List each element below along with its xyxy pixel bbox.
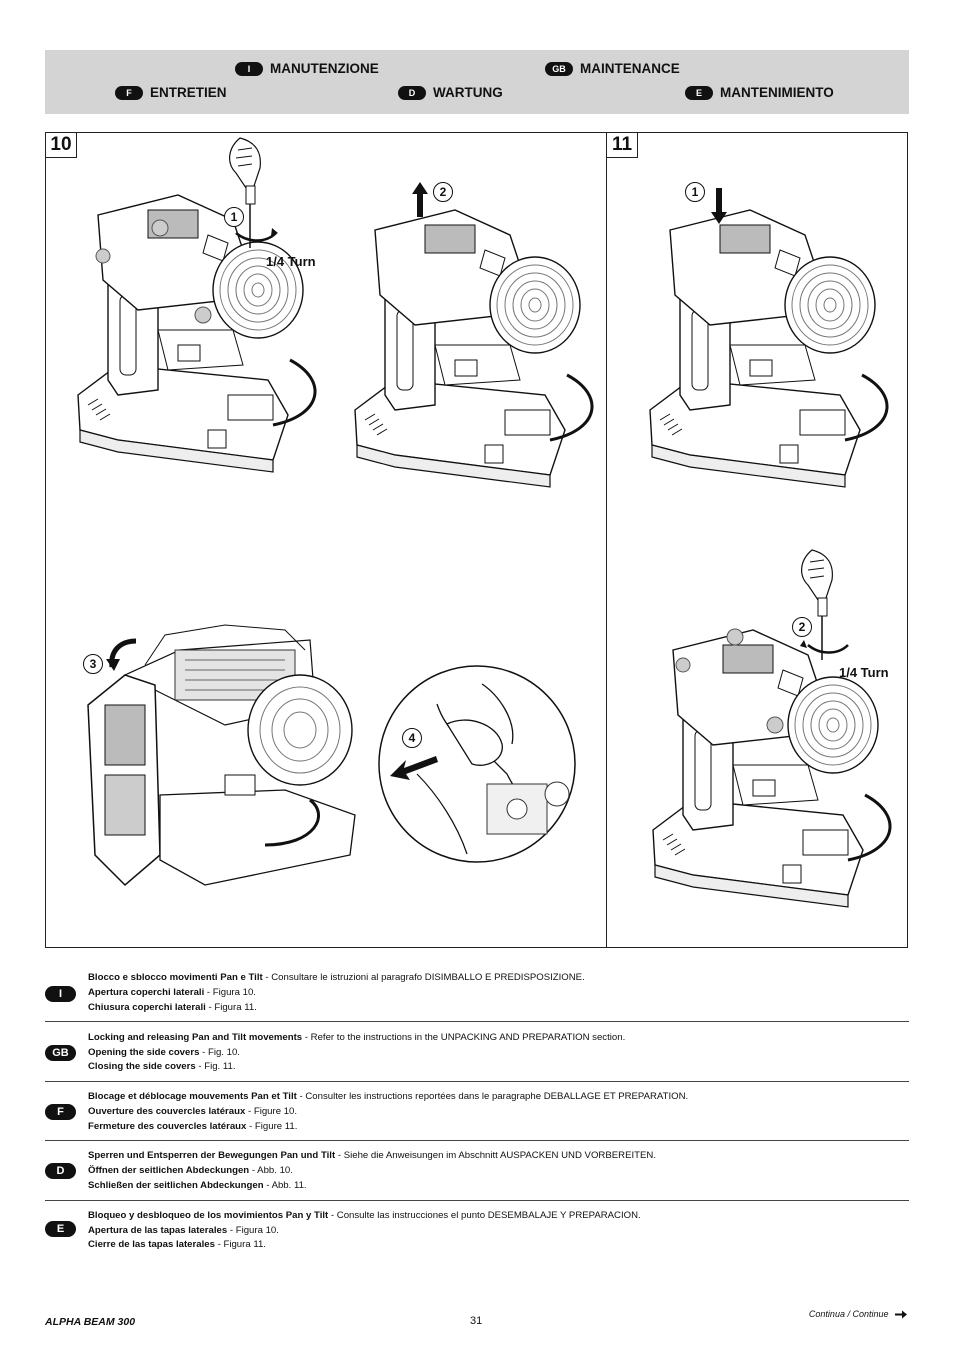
fig10-step4-detail <box>378 665 576 863</box>
section-it-line-3: Chiusura coperchi laterali - Figura 11. <box>88 1002 257 1013</box>
fig10-step1-illustration <box>76 193 317 474</box>
header-item-gb: GB MAINTENANCE <box>545 61 680 76</box>
screwdriver-hand-icon <box>228 137 278 249</box>
section-divider <box>45 1200 909 1201</box>
section-it-line-2-text: - Figura 10. <box>204 987 256 998</box>
fig10-step-3: 3 <box>83 654 103 674</box>
section-de-line-1: Sperren und Entsperren der Bewegungen Pa… <box>88 1150 656 1161</box>
section-divider <box>45 1140 909 1141</box>
section-de-line-2-text: - Abb. 10. <box>249 1165 293 1176</box>
section-es-line-3-text: - Figura 11. <box>214 1239 266 1250</box>
section-fr-line-3-bold: Fermeture des couvercles latéraux <box>88 1121 247 1132</box>
section-de-line-3-bold: Schließen der seitlichen Abdeckungen <box>88 1180 264 1191</box>
header-label-it: MANUTENZIONE <box>270 61 379 76</box>
fig11-turn-label: 1/4 Turn <box>839 665 889 680</box>
section-es-line-1-bold: Bloqueo y desbloqueo de los movimientos … <box>88 1210 329 1221</box>
fig10-step-2: 2 <box>433 182 453 202</box>
section-fr-line-2: Ouverture des couvercles latéraux - Figu… <box>88 1106 297 1117</box>
pull-arrow-icon <box>390 756 438 780</box>
fig11-step2-illustration <box>651 628 892 909</box>
header-label-gb: MAINTENANCE <box>580 61 680 76</box>
figure-10-number: 10 <box>46 133 77 158</box>
header-item-fr: F ENTRETIEN <box>115 85 227 100</box>
fig10-step-1: 1 <box>224 207 244 227</box>
section-it-line-1-text: - Consultare le istruzioni al paragrafo … <box>262 972 585 983</box>
section-badge-fr: F <box>45 1104 76 1120</box>
section-fr-line-2-bold: Ouverture des couvercles latéraux <box>88 1106 246 1117</box>
section-it-line-3-bold: Chiusura coperchi laterali <box>88 1002 206 1013</box>
section-gb-line-1: Locking and releasing Pan and Tilt movem… <box>88 1032 625 1043</box>
footer-model-name: ALPHA BEAM 300 <box>45 1316 136 1328</box>
open-cover-arrow-icon <box>106 638 137 671</box>
header-label-es: MANTENIMIENTO <box>720 85 834 100</box>
section-gb-line-3-text: - Fig. 11. <box>195 1061 236 1072</box>
section-es-line-2-bold: Apertura de las tapas laterales <box>88 1225 228 1236</box>
section-divider <box>45 1021 909 1022</box>
header-item-es: E MANTENIMIENTO <box>685 85 834 100</box>
continue-label: Continua / Continue <box>808 1309 889 1319</box>
lang-badge-de: D <box>398 85 426 100</box>
section-de-line-2-bold: Öffnen der seitlichen Abdeckungen <box>88 1165 250 1176</box>
section-gb-line-2-text: - Fig. 10. <box>199 1047 240 1058</box>
section-es-line-3-bold: Cierre de las tapas laterales <box>88 1239 215 1250</box>
section-gb-line-1-text: - Refer to the instructions in the UNPAC… <box>302 1032 626 1043</box>
arrow-right-icon <box>895 1310 907 1319</box>
section-es-line-1: Bloqueo y desbloqueo de los movimientos … <box>88 1210 641 1221</box>
header-item-it: I MANUTENZIONE <box>235 61 379 76</box>
section-it-line-1-bold: Blocco e sblocco movimenti Pan e Tilt <box>88 972 263 983</box>
page-number: 31 <box>470 1315 483 1327</box>
fig11-step1-illustration <box>648 208 889 489</box>
lang-badge-fr: F <box>115 85 143 100</box>
section-badge-it: I <box>45 986 76 1002</box>
language-header: I MANUTENZIONE GB MAINTENANCE F ENTRETIE… <box>45 50 909 114</box>
figure-divider <box>606 132 607 948</box>
section-de-line-3: Schließen der seitlichen Abdeckungen - A… <box>88 1180 307 1191</box>
section-gb-line-1-bold: Locking and releasing Pan and Tilt movem… <box>88 1032 303 1043</box>
lang-badge-it: I <box>235 61 263 76</box>
section-gb-line-2: Opening the side covers - Fig. 10. <box>88 1047 240 1058</box>
section-de-line-1-text: - Siehe die Anweisungen im Abschnitt AUS… <box>335 1150 656 1161</box>
lang-badge-gb: GB <box>545 61 573 76</box>
figure-frame <box>45 132 908 948</box>
section-it-line-2-bold: Apertura coperchi laterali <box>88 987 205 998</box>
section-fr-line-3: Fermeture des couvercles latéraux - Figu… <box>88 1121 297 1132</box>
section-it-line-3-text: - Figura 11. <box>205 1002 257 1013</box>
fig11-step-1: 1 <box>685 182 705 202</box>
section-es-line-3: Cierre de las tapas laterales - Figura 1… <box>88 1239 266 1250</box>
section-de-line-2: Öffnen der seitlichen Abdeckungen - Abb.… <box>88 1165 293 1176</box>
section-it-line-1: Blocco e sblocco movimenti Pan e Tilt - … <box>88 972 585 983</box>
header-label-fr: ENTRETIEN <box>150 85 227 100</box>
fig10-step3-illustration <box>87 624 356 887</box>
section-badge-de: D <box>45 1163 76 1179</box>
fig10-step2-illustration <box>353 208 594 489</box>
header-item-de: D WARTUNG <box>398 85 503 100</box>
section-es-line-2-text: - Figura 10. <box>227 1225 279 1236</box>
fig10-step-4: 4 <box>402 728 422 748</box>
section-fr-line-2-text: - Figure 10. <box>245 1106 298 1117</box>
lift-up-arrow-icon <box>412 182 428 217</box>
section-gb-line-2-bold: Opening the side covers <box>88 1047 200 1058</box>
continue-link[interactable]: Continua / Continue <box>809 1309 907 1319</box>
fig11-step-2: 2 <box>792 617 812 637</box>
section-fr-line-1-text: - Consulter les instructions reportées d… <box>296 1091 689 1102</box>
push-down-arrow-icon <box>711 188 727 224</box>
lang-badge-es: E <box>685 85 713 100</box>
section-divider <box>45 1081 909 1082</box>
section-de-line-1-bold: Sperren und Entsperren der Bewegungen Pa… <box>88 1150 336 1161</box>
header-label-de: WARTUNG <box>433 85 503 100</box>
section-badge-gb: GB <box>45 1045 76 1061</box>
section-de-line-3-text: - Abb. 11. <box>263 1180 307 1191</box>
section-fr-line-1-bold: Blocage et déblocage mouvements Pan et T… <box>88 1091 297 1102</box>
fig10-turn-label: 1/4 Turn <box>266 254 316 269</box>
section-gb-line-3: Closing the side covers - Fig. 11. <box>88 1061 236 1072</box>
screwdriver-hand-icon-2 <box>800 549 849 661</box>
figure-11-number: 11 <box>607 133 638 158</box>
section-es-line-1-text: - Consulte las instrucciones el punto DE… <box>328 1210 641 1221</box>
section-it-line-2: Apertura coperchi laterali - Figura 10. <box>88 987 256 998</box>
section-es-line-2: Apertura de las tapas laterales - Figura… <box>88 1225 279 1236</box>
section-badge-es: E <box>45 1221 76 1237</box>
section-fr-line-1: Blocage et déblocage mouvements Pan et T… <box>88 1091 688 1102</box>
section-gb-line-3-bold: Closing the side covers <box>88 1061 196 1072</box>
section-fr-line-3-text: - Figure 11. <box>246 1121 298 1132</box>
